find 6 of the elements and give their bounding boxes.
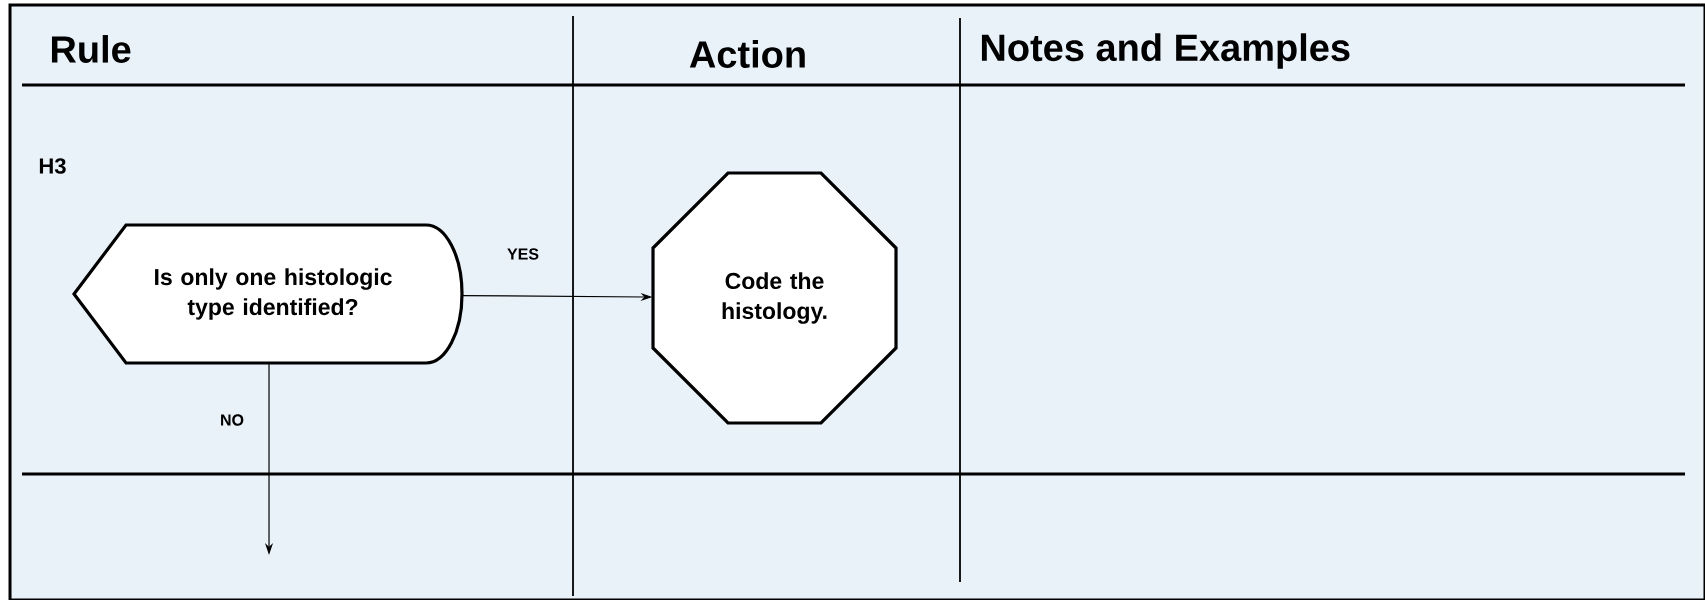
rule-number: H3 <box>39 158 66 174</box>
column-heading: Action <box>689 40 805 68</box>
column-heading: Rule <box>51 35 131 63</box>
edge-label: NO <box>218 412 246 428</box>
column-heading: Notes and Examples <box>981 33 1350 69</box>
edge-label: YES <box>505 246 541 262</box>
